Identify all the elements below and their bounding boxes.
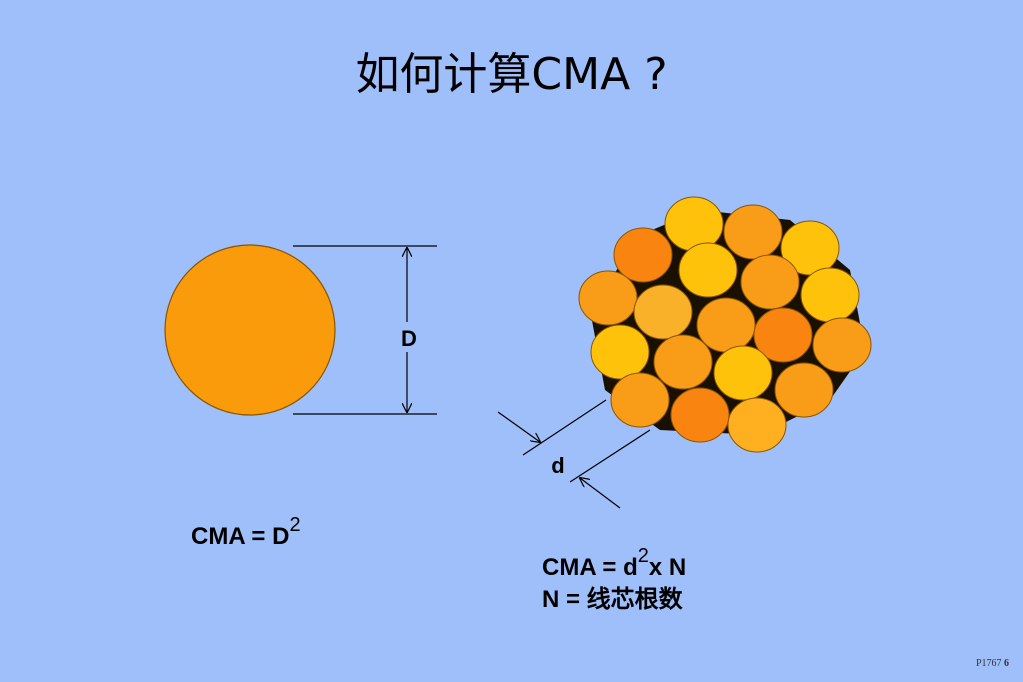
strand-dimension-line-2 <box>569 429 651 483</box>
strand-circle <box>696 297 756 353</box>
stranded-formula-exponent: 2 <box>637 545 649 567</box>
strand-dimension-arrow-2 <box>580 478 621 509</box>
strand-circle <box>727 397 787 453</box>
slide-title: 如何计算CMA ? <box>355 49 668 100</box>
solid-formula-exponent: 2 <box>289 514 301 536</box>
diameter-label-D: D <box>401 326 417 351</box>
strand-circle <box>664 196 724 252</box>
footer-page-number: 6 <box>1004 658 1009 669</box>
strand-diameter-label-d: d <box>551 453 564 478</box>
footer-code: P1767 <box>975 658 1002 669</box>
strand-dimension-line-1 <box>522 399 607 456</box>
slide-footer: P1767 6 <box>976 658 1009 669</box>
strand-circle <box>723 204 783 260</box>
strand-circle <box>633 284 693 340</box>
strand-dimension-arrow-1 <box>497 411 540 442</box>
strand-circle <box>753 307 813 363</box>
stranded-formula-definition: N = 线芯根数 <box>542 586 683 613</box>
stranded-formula-line: CMA = d2x N <box>542 544 686 584</box>
strand-circle <box>653 334 713 390</box>
strand-circle <box>740 254 800 310</box>
stranded-formula-base: CMA = d <box>542 554 638 581</box>
strand-circle <box>774 362 834 418</box>
solid-conductor-circle <box>164 244 336 416</box>
stranded-formula-suffix: x N <box>648 554 687 581</box>
strand-circle <box>670 387 730 443</box>
strand-circle <box>578 270 638 326</box>
strand-circle <box>713 345 773 401</box>
strand-circle <box>800 267 860 323</box>
strand-circle <box>613 227 673 283</box>
strand-circle <box>812 317 872 373</box>
solid-formula-base: CMA = D <box>191 523 290 550</box>
strand-circle <box>678 242 738 298</box>
stranded-conductor <box>578 196 872 453</box>
solid-cma-formula: CMA = D2 <box>191 514 301 551</box>
stranded-cma-formula: CMA = d2x N N = 线芯根数 <box>542 544 686 616</box>
strand-circle <box>610 372 670 428</box>
strand-circle <box>590 324 650 380</box>
